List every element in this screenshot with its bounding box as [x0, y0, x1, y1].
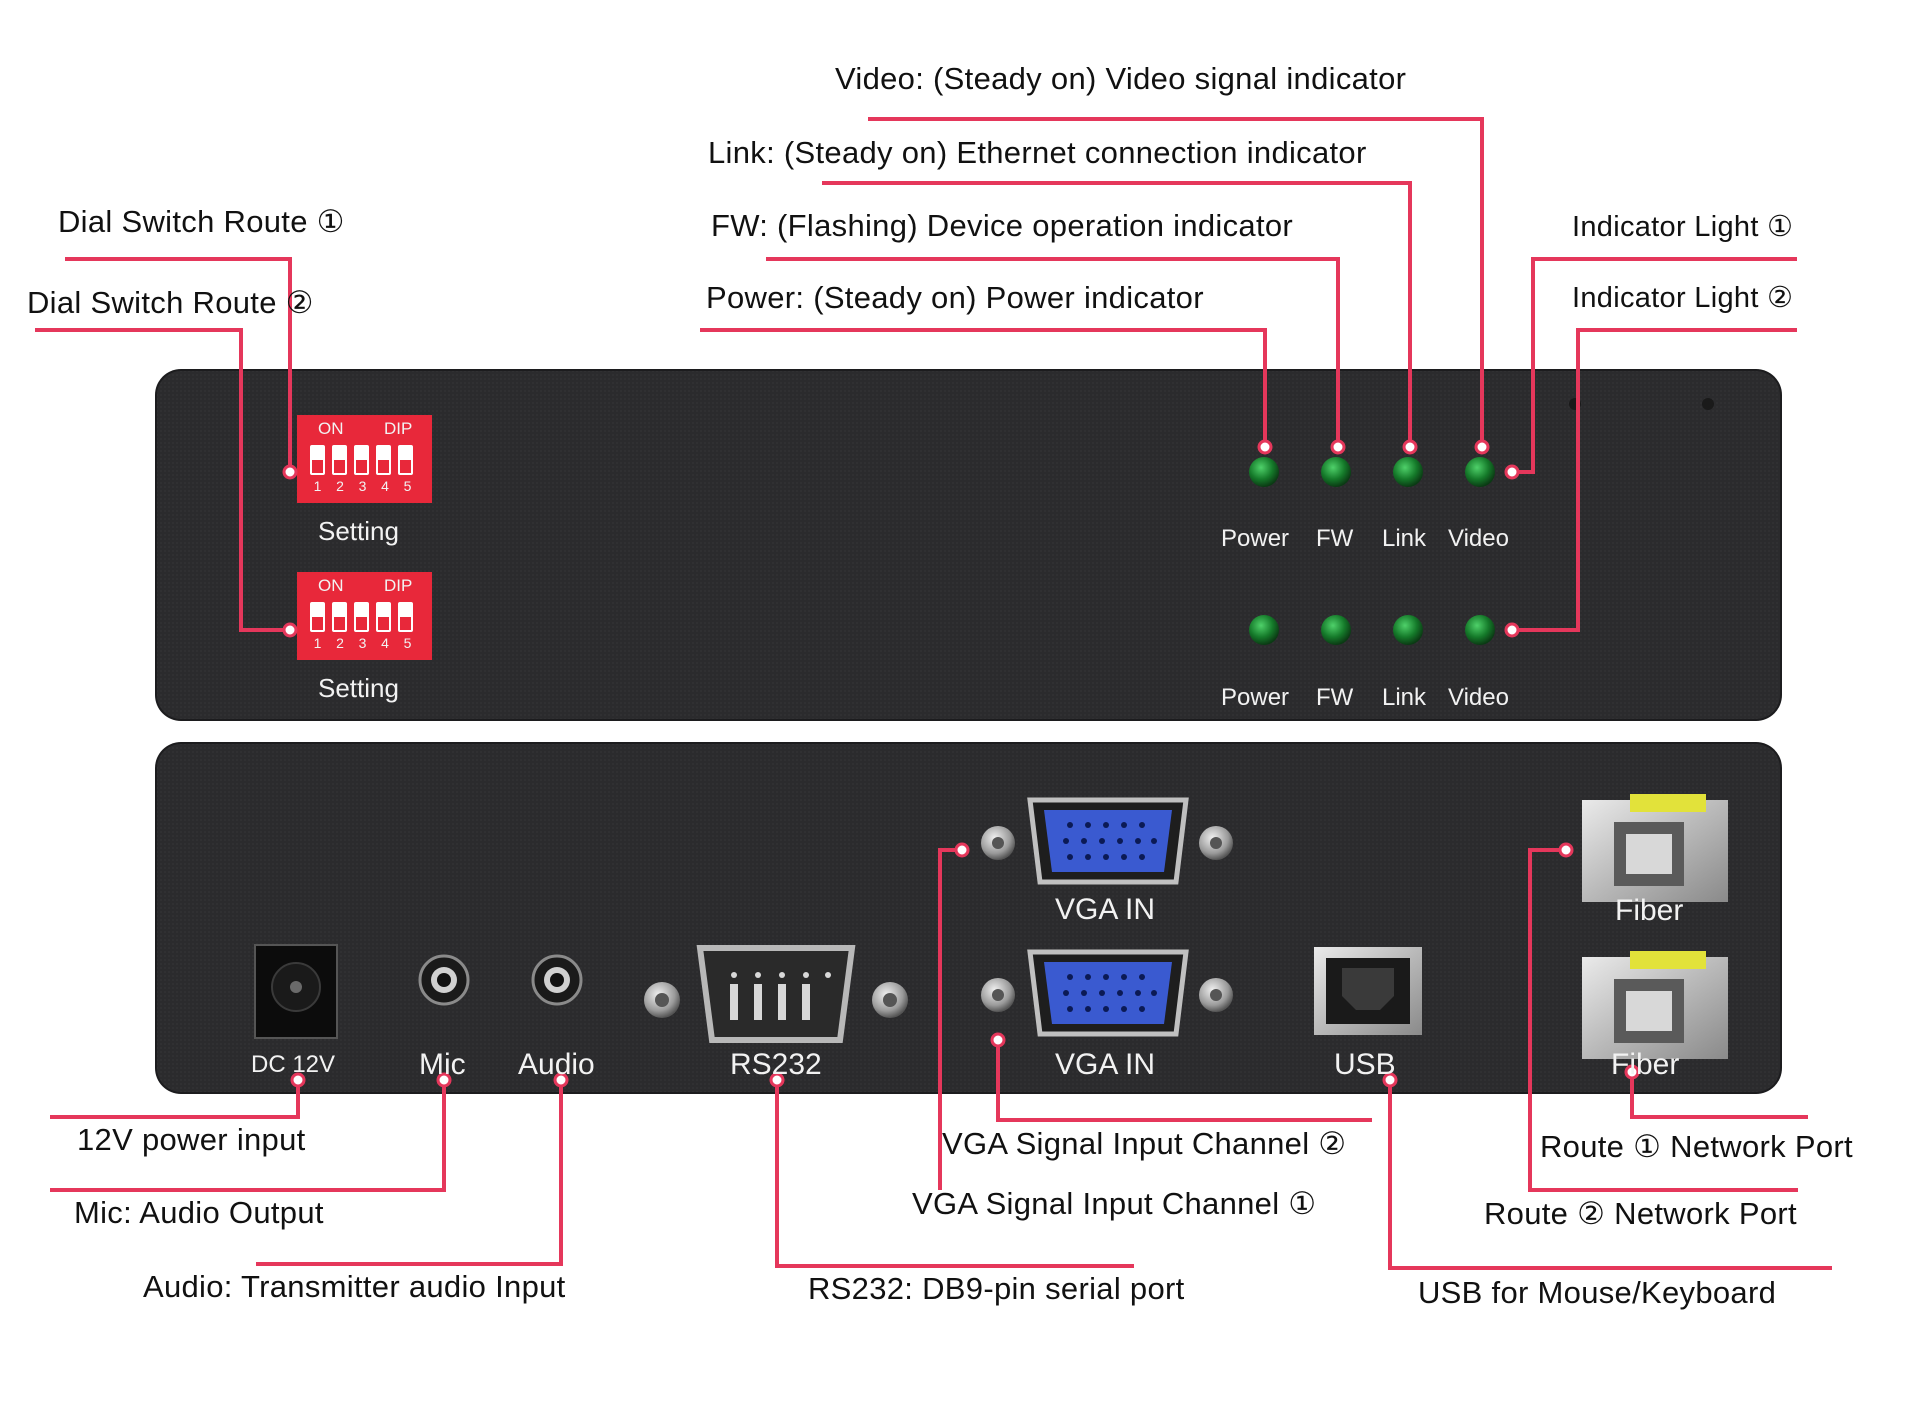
- callout-line-power: [700, 328, 1267, 447]
- dip-number: 5: [403, 635, 412, 651]
- dip-number: 2: [336, 635, 344, 651]
- callout-line-mic: [50, 1080, 446, 1192]
- dip-number: 1: [313, 478, 322, 494]
- rear-panel: [155, 742, 1782, 1094]
- callout-line-dial-2: [35, 328, 290, 632]
- callout-line-indicator-2: [1512, 328, 1797, 632]
- dip-number: 3: [358, 635, 367, 651]
- callout-indicator-light-2: Indicator Light ②: [1572, 282, 1794, 314]
- led-label-video-1: Video: [1448, 525, 1509, 552]
- led-power-1: [1249, 457, 1279, 487]
- setting-label-2: Setting: [318, 673, 399, 703]
- dip-numbers-2: 1 2 3 4 5: [310, 636, 415, 650]
- led-label-fw-1: FW: [1316, 525, 1354, 552]
- rs232-connector: [644, 945, 908, 1043]
- dip-numbers-1: 1 2 3 4 5: [310, 479, 415, 493]
- fiber-label-2: Fiber: [1611, 1048, 1680, 1081]
- callout-indicator-light-1: Indicator Light ①: [1572, 211, 1794, 243]
- vga-in-label-2: VGA IN: [1055, 1048, 1156, 1081]
- led-label-link-1: Link: [1382, 525, 1427, 552]
- callout-audio-input: Audio: Transmitter audio Input: [143, 1269, 566, 1304]
- callout-link-indicator: Link: (Steady on) Ethernet connection in…: [708, 135, 1367, 170]
- callout-vga-channel-2: VGA Signal Input Channel ②: [942, 1126, 1347, 1161]
- led-fw-2: [1321, 615, 1351, 645]
- callout-line-indicator-1: [1512, 257, 1797, 474]
- callout-dial-switch-1: Dial Switch Route ①: [58, 204, 345, 239]
- dip-number: 2: [336, 478, 344, 494]
- mic-label: Mic: [419, 1048, 466, 1081]
- led-label-power-2: Power: [1221, 684, 1290, 711]
- callout-line-audio: [256, 1080, 563, 1266]
- led-label-link-2: Link: [1382, 684, 1427, 711]
- callout-mic-output: Mic: Audio Output: [74, 1195, 324, 1230]
- callout-line-link: [822, 181, 1412, 447]
- led-video-1: [1465, 457, 1495, 487]
- audio-label: Audio: [518, 1048, 595, 1081]
- led-power-2: [1249, 615, 1279, 645]
- dc-label: DC 12V: [251, 1051, 336, 1078]
- dip-dip-label-1: DIP: [384, 419, 413, 438]
- callout-fw-indicator: FW: (Flashing) Device operation indicato…: [711, 208, 1294, 243]
- callout-vga-channel-1: VGA Signal Input Channel ①: [912, 1186, 1317, 1221]
- callout-line-usb: [1388, 1080, 1832, 1270]
- fiber-sfp-2: [1582, 951, 1728, 1059]
- vga-port-1: [981, 797, 1233, 885]
- audio-jack: [531, 954, 583, 1006]
- callout-power-input: 12V power input: [77, 1122, 306, 1157]
- dip-dip-label-2: DIP: [384, 576, 413, 595]
- led-label-video-2: Video: [1448, 684, 1509, 711]
- callout-video-indicator: Video: (Steady on) Video signal indicato…: [835, 61, 1407, 96]
- led-link-2: [1393, 615, 1423, 645]
- led-fw-1: [1321, 457, 1351, 487]
- fiber-sfp-1: [1582, 794, 1728, 902]
- vga-in-label-1: VGA IN: [1055, 893, 1156, 926]
- callout-line-video: [868, 117, 1484, 447]
- usb-label: USB: [1334, 1048, 1396, 1081]
- vga-port-2: [981, 949, 1233, 1037]
- callout-line-route-2: [1528, 848, 1798, 1192]
- dip-number: 3: [358, 478, 367, 494]
- callout-power-indicator: Power: (Steady on) Power indicator: [706, 280, 1204, 315]
- callout-usb-mouse-keyboard: USB for Mouse/Keyboard: [1418, 1275, 1777, 1310]
- dip-number: 4: [381, 478, 389, 494]
- setting-label-1: Setting: [318, 516, 399, 546]
- dip-switch-1: [297, 415, 432, 503]
- led-label-power-1: Power: [1221, 525, 1290, 552]
- dc-power-jack: [254, 944, 338, 1039]
- fiber-label-1: Fiber: [1615, 894, 1684, 927]
- led-video-2: [1465, 615, 1495, 645]
- dip-switch-2: [297, 572, 432, 660]
- callout-dial-switch-2: Dial Switch Route ②: [27, 285, 314, 320]
- dip-on-label-1: ON: [318, 419, 344, 438]
- mic-jack: [418, 954, 470, 1006]
- rs232-label: RS232: [730, 1048, 822, 1081]
- led-link-1: [1393, 457, 1423, 487]
- callout-line-fw: [766, 257, 1340, 447]
- dip-on-label-2: ON: [318, 576, 344, 595]
- usb-port: [1314, 947, 1422, 1035]
- callout-endpoints: [282, 439, 1640, 1088]
- callout-route-2-network: Route ② Network Port: [1484, 1196, 1797, 1231]
- dip-number: 1: [313, 635, 322, 651]
- callout-line-rs232: [775, 1080, 1134, 1268]
- led-label-fw-2: FW: [1316, 684, 1354, 711]
- callout-rs232-port: RS232: DB9-pin serial port: [808, 1271, 1185, 1306]
- callout-route-1-network: Route ① Network Port: [1540, 1129, 1853, 1164]
- dip-number: 4: [381, 635, 389, 651]
- callout-line-vga-2: [996, 1040, 1372, 1122]
- callout-line-route-1: [1630, 1072, 1808, 1119]
- dip-number: 5: [403, 478, 412, 494]
- panel-screw-hole: [1702, 398, 1714, 410]
- callout-line-dc: [50, 1080, 300, 1119]
- callout-line-dial-1: [65, 257, 292, 472]
